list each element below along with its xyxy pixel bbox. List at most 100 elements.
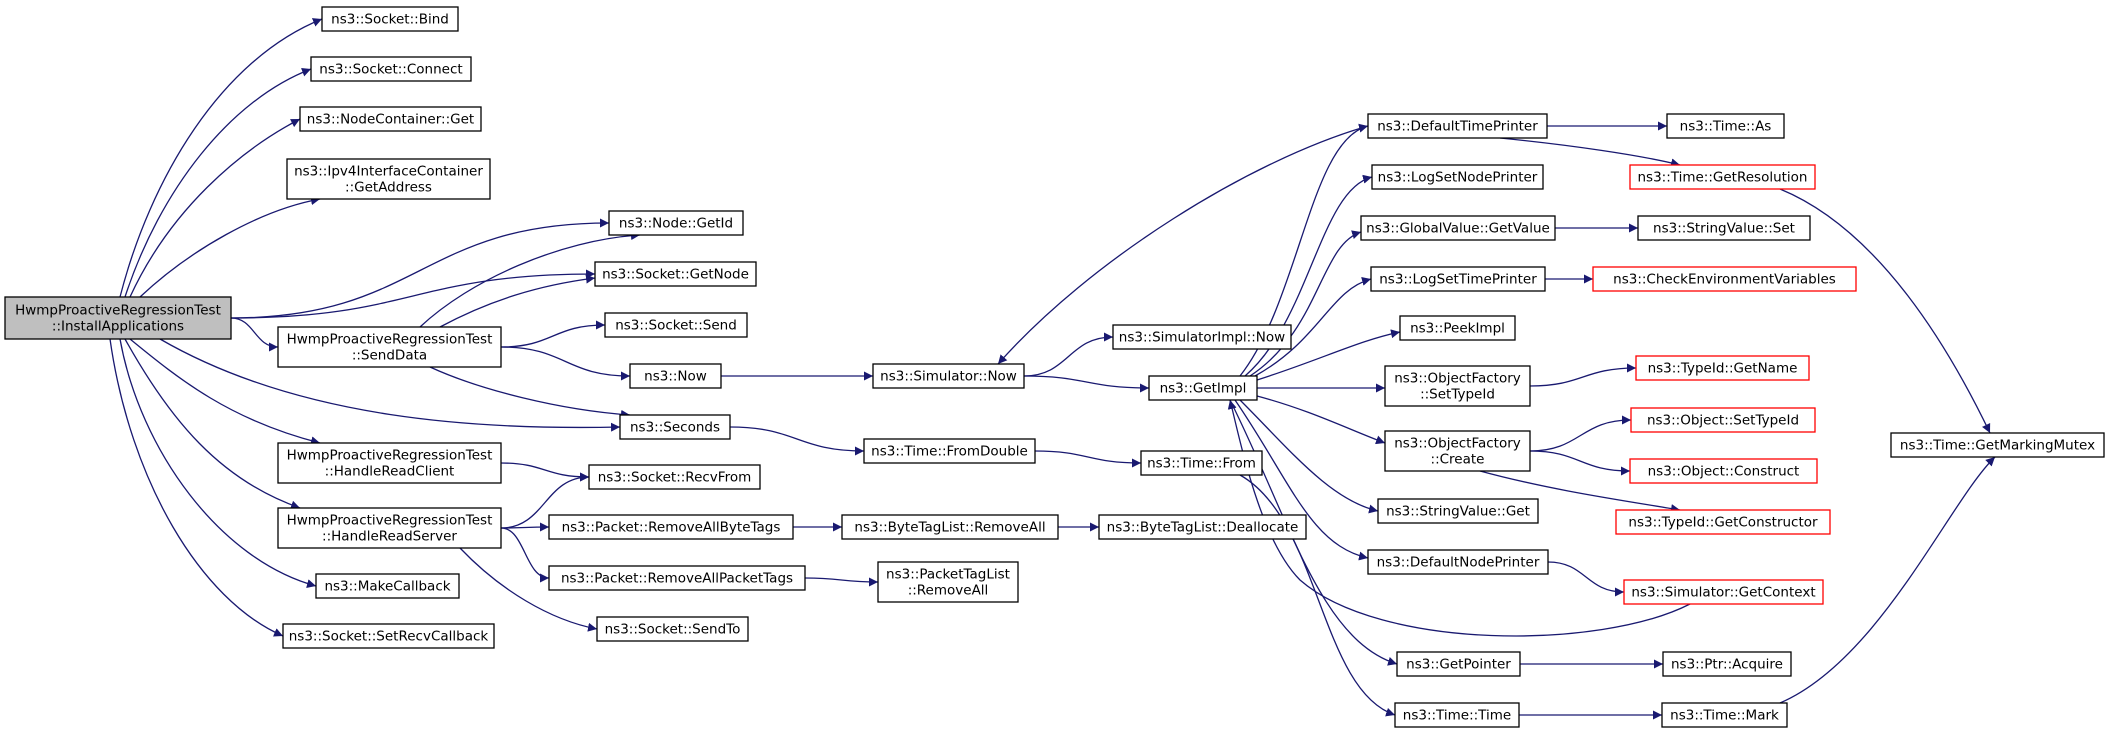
edge-senddata-to-now bbox=[500, 346, 631, 381]
node-of_create[interactable]: ns3::ObjectFactory::Create bbox=[1384, 430, 1531, 472]
node-label: ns3::Packet::RemoveAllPacketTags bbox=[561, 571, 793, 587]
edge-readserver-to-pkt_rm_pkt bbox=[500, 527, 550, 583]
node-peekimpl[interactable]: ns3::PeekImpl bbox=[1399, 315, 1516, 341]
node-sim_getcontext[interactable]: ns3::Simulator::GetContext bbox=[1623, 579, 1824, 605]
node-box bbox=[315, 573, 460, 599]
node-box bbox=[619, 414, 731, 440]
node-time_from[interactable]: ns3::Time::From bbox=[1140, 450, 1263, 476]
node-ptr_acquire[interactable]: ns3::Ptr::Acquire bbox=[1662, 651, 1792, 677]
edge-sim_now-to-getimpl bbox=[1023, 375, 1150, 393]
edge-root-to-sock_connect bbox=[124, 68, 312, 298]
node-sim_now[interactable]: ns3::Simulator::Now bbox=[872, 363, 1025, 389]
node-readserver[interactable]: HwmpProactiveRegressionTest::HandleReadS… bbox=[277, 507, 502, 549]
edge-root-to-readserver bbox=[124, 338, 301, 510]
edge-getimpl-to-getpointer bbox=[1229, 399, 1398, 666]
node-label: ns3::StringValue::Get bbox=[1386, 504, 1530, 520]
node-label: ::HandleReadServer bbox=[322, 529, 457, 545]
node-typeid_getname[interactable]: ns3::TypeId::GetName bbox=[1635, 355, 1810, 381]
node-label: ns3::Socket::Connect bbox=[319, 62, 462, 78]
node-label: ns3::ObjectFactory bbox=[1394, 371, 1521, 387]
node-label: ns3::GetImpl bbox=[1160, 381, 1247, 397]
node-sock_recvfrom[interactable]: ns3::Socket::RecvFrom bbox=[588, 464, 761, 490]
node-of_settypeid[interactable]: ns3::ObjectFactory::SetTypeId bbox=[1384, 365, 1531, 407]
node-label: ns3::Time::GetResolution bbox=[1637, 170, 1807, 186]
node-time_fromdouble[interactable]: ns3::Time::FromDouble bbox=[863, 438, 1036, 464]
node-box bbox=[1890, 432, 2105, 458]
node-time_mark[interactable]: ns3::Time::Mark bbox=[1661, 702, 1788, 728]
node-time_getres[interactable]: ns3::Time::GetResolution bbox=[1629, 164, 1816, 190]
node-pkt_rm_pkt[interactable]: ns3::Packet::RemoveAllPacketTags bbox=[548, 565, 806, 591]
node-box bbox=[310, 56, 472, 82]
node-gv_getvalue[interactable]: ns3::GlobalValue::GetValue bbox=[1360, 215, 1556, 241]
edge-sim_now-to-simimpl_now bbox=[1023, 332, 1114, 377]
node-btl_removeall[interactable]: ns3::ByteTagList::RemoveAll bbox=[841, 514, 1059, 540]
node-getimpl[interactable]: ns3::GetImpl bbox=[1148, 375, 1258, 401]
node-def_nodeprinter[interactable]: ns3::DefaultNodePrinter bbox=[1367, 549, 1549, 575]
node-box bbox=[1635, 355, 1810, 381]
node-pkt_rm_byte[interactable]: ns3::Packet::RemoveAllByteTags bbox=[548, 514, 794, 540]
node-box bbox=[1140, 450, 1263, 476]
node-box bbox=[548, 565, 806, 591]
node-obj_construct[interactable]: ns3::Object::Construct bbox=[1629, 458, 1818, 484]
edge-readserver-to-pkt_rm_byte bbox=[500, 522, 550, 532]
node-box bbox=[299, 106, 482, 132]
node-obj_settypeid[interactable]: ns3::Object::SetTypeId bbox=[1630, 407, 1816, 433]
node-readclient[interactable]: HwmpProactiveRegressionTest::HandleReadC… bbox=[277, 442, 502, 484]
node-label: ::Create bbox=[1431, 452, 1485, 468]
node-sv_set[interactable]: ns3::StringValue::Set bbox=[1637, 215, 1811, 241]
node-typeid_getctor[interactable]: ns3::TypeId::GetConstructor bbox=[1615, 509, 1831, 535]
node-logsettimeprinter[interactable]: ns3::LogSetTimePrinter bbox=[1370, 266, 1546, 292]
node-box bbox=[548, 514, 794, 540]
node-label: ns3::ByteTagList::RemoveAll bbox=[854, 520, 1045, 536]
node-getpointer[interactable]: ns3::GetPointer bbox=[1396, 651, 1521, 677]
node-time_getmarkingmutex[interactable]: ns3::Time::GetMarkingMutex bbox=[1890, 432, 2105, 458]
node-simimpl_now[interactable]: ns3::SimulatorImpl::Now bbox=[1112, 324, 1292, 350]
node-label: ns3::ObjectFactory bbox=[1394, 436, 1521, 452]
node-now[interactable]: ns3::Now bbox=[629, 363, 722, 389]
node-label: ns3::Object::SetTypeId bbox=[1647, 413, 1799, 429]
node-box bbox=[608, 210, 744, 236]
node-seconds[interactable]: ns3::Seconds bbox=[619, 414, 731, 440]
node-box bbox=[1637, 215, 1811, 241]
node-makecallback[interactable]: ns3::MakeCallback bbox=[315, 573, 460, 599]
node-sv_get[interactable]: ns3::StringValue::Get bbox=[1377, 498, 1539, 524]
node-sock_connect[interactable]: ns3::Socket::Connect bbox=[310, 56, 472, 82]
node-box bbox=[1629, 164, 1816, 190]
node-label: ns3::Seconds bbox=[630, 420, 720, 436]
node-ipv4_getaddr[interactable]: ns3::Ipv4InterfaceContainer::GetAddress bbox=[286, 158, 491, 200]
node-nodecont_get[interactable]: ns3::NodeContainer::Get bbox=[299, 106, 482, 132]
node-box bbox=[1098, 514, 1307, 540]
node-label: ns3::TypeId::GetName bbox=[1648, 361, 1798, 377]
edge-time_fromdouble-to-time_from bbox=[1034, 450, 1142, 468]
node-box bbox=[1662, 651, 1792, 677]
node-label: ns3::Socket::SendTo bbox=[605, 622, 741, 638]
node-box bbox=[1666, 113, 1785, 139]
node-def_timeprinter[interactable]: ns3::DefaultTimePrinter bbox=[1367, 113, 1548, 139]
node-sock_sendto[interactable]: ns3::Socket::SendTo bbox=[596, 616, 749, 642]
node-ptl_removeall[interactable]: ns3::PacketTagList::RemoveAll bbox=[877, 561, 1019, 603]
node-root[interactable]: HwmpProactiveRegressionTest::InstallAppl… bbox=[4, 296, 232, 340]
node-sock_bind[interactable]: ns3::Socket::Bind bbox=[321, 6, 459, 32]
node-label: HwmpProactiveRegressionTest bbox=[287, 448, 493, 464]
node-time_as[interactable]: ns3::Time::As bbox=[1666, 113, 1785, 139]
node-box bbox=[1367, 113, 1548, 139]
node-box bbox=[863, 438, 1036, 464]
edge-getimpl-to-peekimpl bbox=[1256, 329, 1401, 381]
node-box bbox=[596, 616, 749, 642]
node-checkenv[interactable]: ns3::CheckEnvironmentVariables bbox=[1592, 266, 1857, 292]
node-time_time[interactable]: ns3::Time::Time bbox=[1394, 702, 1520, 728]
node-sock_getnode[interactable]: ns3::Socket::GetNode bbox=[594, 261, 757, 287]
node-sock_send[interactable]: ns3::Socket::Send bbox=[604, 312, 748, 338]
node-senddata[interactable]: HwmpProactiveRegressionTest::SendData bbox=[277, 326, 502, 368]
edge-of_settypeid-to-typeid_getname bbox=[1529, 363, 1637, 387]
node-btl_dealloc[interactable]: ns3::ByteTagList::Deallocate bbox=[1098, 514, 1307, 540]
edge-getimpl-to-gv_getvalue bbox=[1249, 230, 1362, 377]
edge-getimpl-to-logsetnodeprinter bbox=[1244, 174, 1373, 377]
node-logsetnodeprinter[interactable]: ns3::LogSetNodePrinter bbox=[1371, 164, 1544, 190]
node-sock_setrecv[interactable]: ns3::Socket::SetRecvCallback bbox=[282, 623, 495, 649]
edge-time_mark-to-time_getmarkingmutex bbox=[1779, 456, 1996, 704]
node-node_getid[interactable]: ns3::Node::GetId bbox=[608, 210, 744, 236]
edge-root-to-sock_setrecv bbox=[109, 338, 284, 637]
